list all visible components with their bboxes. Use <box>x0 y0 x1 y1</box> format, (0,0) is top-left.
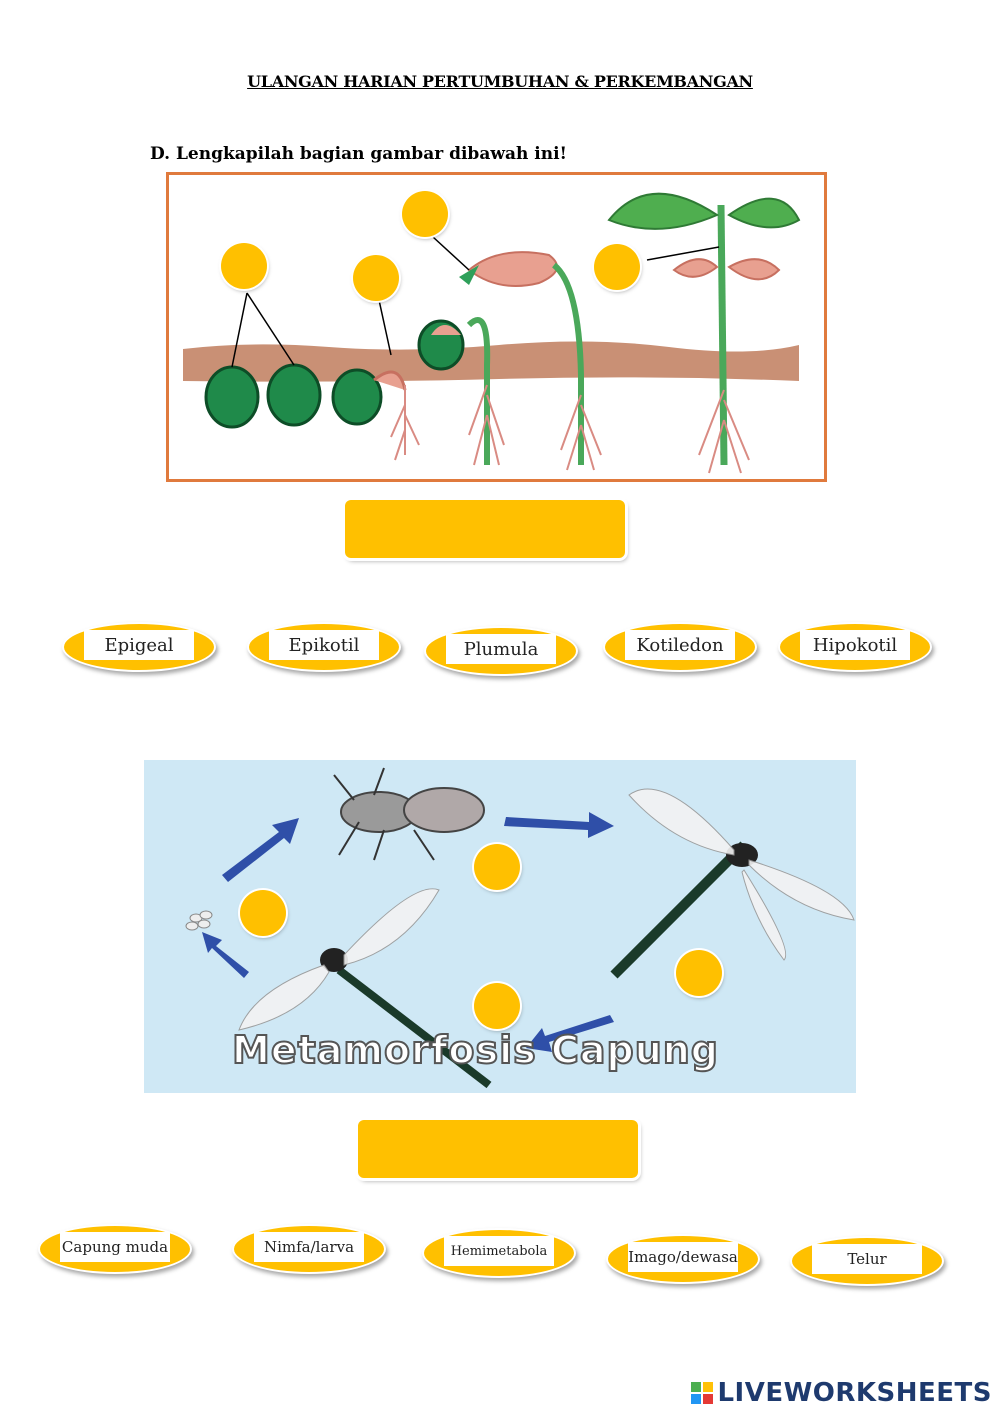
worksheet-title: ULANGAN HARIAN PERTUMBUHAN & PERKEMBANGA… <box>247 72 753 91</box>
option-label: Epikotil <box>269 630 379 660</box>
metamorphosis-slot-2[interactable] <box>474 844 520 890</box>
option-label: Nimfa/larva <box>254 1232 364 1262</box>
option-label: Kotiledon <box>625 630 735 660</box>
option-label: Epigeal <box>84 630 194 660</box>
option-chip[interactable]: Imago/dewasa <box>606 1234 760 1284</box>
metamorphosis-slot-4[interactable] <box>474 983 520 1029</box>
dragonfly-picture: Metamorfosis Capung <box>144 760 856 1093</box>
option-chip[interactable]: Hipokotil <box>778 622 932 672</box>
option-chip[interactable]: Kotiledon <box>603 622 757 672</box>
brand-name: LIVEWORKSHEETS <box>717 1378 992 1408</box>
option-label: Imago/dewasa <box>628 1242 738 1272</box>
metamorphosis-slot-1[interactable] <box>240 890 286 936</box>
germination-slot-3[interactable] <box>402 191 448 237</box>
liveworksheets-logo: LIVEWORKSHEETS <box>691 1378 992 1408</box>
instruction-text: D. Lengkapilah bagian gambar dibawah ini… <box>150 144 567 164</box>
dragonfly-illustration <box>185 767 855 1089</box>
option-chip[interactable]: Hemimetabola <box>422 1228 576 1278</box>
option-label: Capung muda <box>60 1232 170 1262</box>
germination-picture <box>166 172 827 482</box>
germination-illustration <box>183 192 801 474</box>
metamorphosis-type-answer-box[interactable] <box>358 1120 638 1178</box>
option-label: Telur <box>812 1244 922 1274</box>
germination-slot-4[interactable] <box>594 244 640 290</box>
logo-icon <box>691 1382 714 1404</box>
option-chip[interactable]: Nimfa/larva <box>232 1224 386 1274</box>
metamorphosis-slot-3[interactable] <box>676 950 722 996</box>
germination-slot-2[interactable] <box>353 255 399 301</box>
option-label: Hemimetabola <box>444 1236 554 1266</box>
image-caption: Metamorfosis Capung <box>231 1027 720 1073</box>
option-chip[interactable]: Capung muda <box>38 1224 192 1274</box>
option-chip[interactable]: Plumula <box>424 626 578 676</box>
option-label: Hipokotil <box>800 630 910 660</box>
germination-slot-1[interactable] <box>221 243 267 289</box>
option-chip[interactable]: Epikotil <box>247 622 401 672</box>
option-chip[interactable]: Epigeal <box>62 622 216 672</box>
option-label: Plumula <box>446 634 556 664</box>
option-chip[interactable]: Telur <box>790 1236 944 1286</box>
germination-type-answer-box[interactable] <box>345 500 625 558</box>
